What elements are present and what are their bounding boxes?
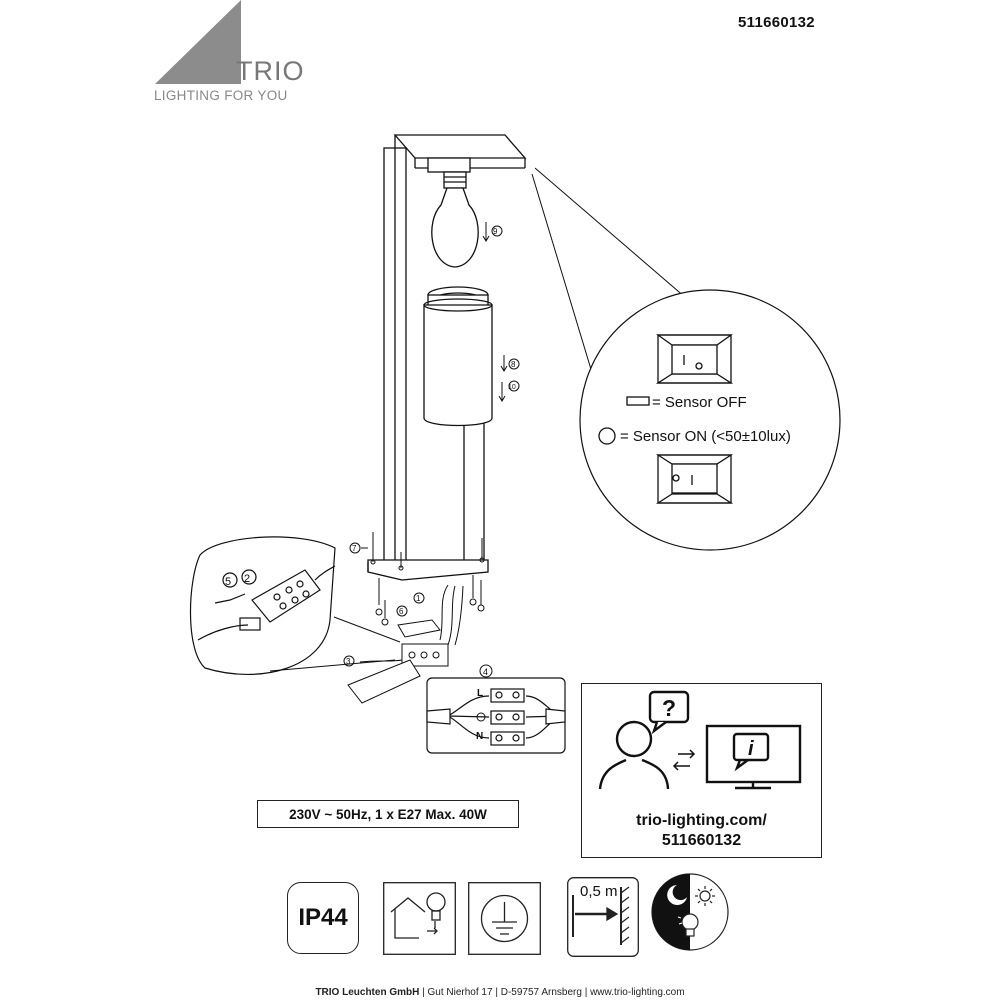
callout-line-top bbox=[534, 167, 701, 311]
step-7-marker bbox=[349, 542, 361, 554]
monitor-icon: i bbox=[705, 724, 802, 790]
ip-rating-badge: IP44 bbox=[287, 882, 359, 954]
live-terminal-label: L bbox=[477, 688, 484, 699]
footer: TRIO Leuchten GmbH | Gut Nierhof 17 | D-… bbox=[315, 987, 685, 998]
person-icon bbox=[598, 720, 670, 790]
lamp-post bbox=[367, 134, 527, 581]
sensor-on-label: = Sensor ON (<50±10lux) bbox=[620, 428, 791, 445]
info-url: trio-lighting.com/ bbox=[636, 812, 767, 829]
cable-clamp bbox=[397, 619, 441, 638]
product-code: 511660132 bbox=[738, 14, 815, 31]
brand-name: TRIO bbox=[236, 56, 305, 86]
step-10-label: 10 bbox=[508, 384, 516, 391]
svg-text:7: 7 bbox=[352, 544, 357, 553]
trio-logo bbox=[155, 0, 241, 84]
step-5-label: 5 bbox=[225, 576, 231, 588]
footer-city: D-59757 Arnsberg bbox=[500, 987, 582, 998]
base-screws bbox=[361, 532, 485, 646]
question-icon: ? bbox=[648, 690, 690, 735]
svg-text:6: 6 bbox=[399, 607, 404, 616]
step-6-marker bbox=[396, 605, 408, 617]
info-box: ? i trio-lighting.com/ 511660132 bbox=[581, 683, 822, 858]
step-arrows bbox=[482, 222, 520, 402]
day-night-sensor-icon bbox=[651, 873, 729, 951]
outdoor-bulb-icon bbox=[383, 882, 456, 955]
sensor-on-symbol bbox=[598, 427, 616, 445]
switch-on bbox=[655, 454, 734, 504]
footer-company: TRIO Leuchten GmbH bbox=[315, 987, 420, 998]
neutral-terminal-label: N bbox=[476, 731, 484, 742]
wiring-diagram bbox=[426, 664, 566, 754]
brand-tagline: LIGHTING FOR YOU bbox=[154, 88, 288, 103]
footer-address: Gut Nierhof 17 bbox=[427, 987, 493, 998]
exchange-arrows-icon bbox=[672, 749, 696, 771]
svg-text:1: 1 bbox=[416, 594, 421, 603]
sensor-off-symbol bbox=[626, 396, 650, 406]
svg-text:?: ? bbox=[662, 695, 676, 721]
step-4-label: 4 bbox=[483, 667, 488, 677]
spec-text: 230V ~ 50Hz, 1 x E27 Max. 40W bbox=[289, 806, 487, 822]
step-3-label: 3 bbox=[346, 657, 351, 666]
connector-detail bbox=[343, 643, 449, 704]
shade bbox=[423, 286, 493, 427]
junction-box-detail bbox=[189, 536, 401, 675]
logo-triangle bbox=[155, 0, 241, 84]
earth-ground-icon bbox=[468, 882, 541, 955]
step-2-label: 2 bbox=[244, 573, 250, 585]
step-9-label: 9 bbox=[493, 227, 498, 236]
step-1-marker bbox=[413, 592, 425, 604]
min-distance-icon bbox=[567, 877, 639, 957]
sensor-off-label: = Sensor OFF bbox=[652, 394, 747, 411]
info-product-code: 511660132 bbox=[661, 832, 742, 849]
bulb bbox=[431, 171, 479, 268]
switch-off bbox=[655, 334, 734, 384]
sensor-callout-circle bbox=[579, 289, 841, 551]
electrical-specs: 230V ~ 50Hz, 1 x E27 Max. 40W bbox=[257, 800, 519, 828]
distance-label: 0,5 m bbox=[580, 883, 618, 900]
info-icon: i bbox=[748, 738, 754, 760]
step-8-label: 8 bbox=[511, 360, 516, 369]
footer-website: www.trio-lighting.com bbox=[590, 987, 685, 998]
